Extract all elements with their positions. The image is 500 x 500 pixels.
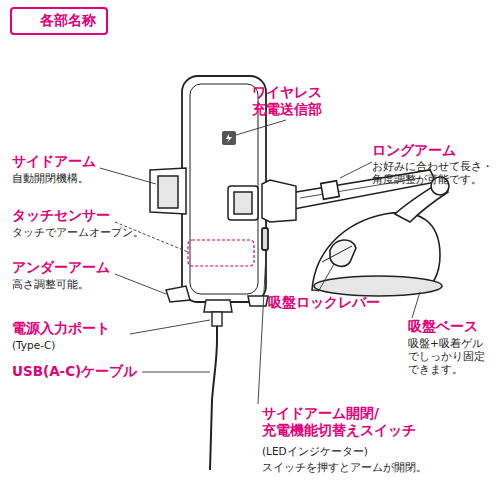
- part-name: ワイヤレス 充電送信部: [252, 84, 322, 118]
- part-note: スイッチを押すとアームが開閉。: [262, 461, 427, 474]
- part-name: サイドアーム: [12, 153, 96, 170]
- suction-base: [312, 177, 449, 296]
- section-title: 各部名称: [10, 7, 108, 35]
- part-note: 自動開閉機構。: [12, 172, 89, 185]
- side-arms: [150, 168, 296, 222]
- cable-plug: [212, 312, 222, 326]
- part-note: お好みに合わせて長さ・ 角度調整が可能です。: [372, 160, 493, 186]
- part-note: 吸盤+吸着ゲル でしっかり固定 できます。: [408, 337, 485, 376]
- wireless-icon: [222, 131, 236, 145]
- part-note: (LEDインジケーター): [262, 445, 368, 458]
- part-name: 吸盤ベース: [408, 318, 478, 335]
- part-name: タッチセンサー: [12, 207, 110, 224]
- part-name: 吸盤ロックレバー: [268, 294, 380, 311]
- part-name: サイドアーム開閉/ 充電機能切替えスイッチ: [262, 405, 416, 439]
- part-note: タッチでアームオープン。: [12, 226, 144, 239]
- part-name: ロングアーム: [372, 142, 456, 159]
- part-note: 高さ調整可能。: [12, 278, 89, 291]
- part-note: (Type-C): [12, 339, 55, 352]
- under-arms: [166, 286, 268, 312]
- usb-cable: [210, 312, 217, 470]
- part-name: 電源入力ポート: [12, 320, 110, 337]
- part-name: アンダーアーム: [12, 259, 110, 276]
- part-name: USB(A-C)ケーブル: [12, 363, 137, 380]
- touch-sensor-area: [188, 240, 254, 266]
